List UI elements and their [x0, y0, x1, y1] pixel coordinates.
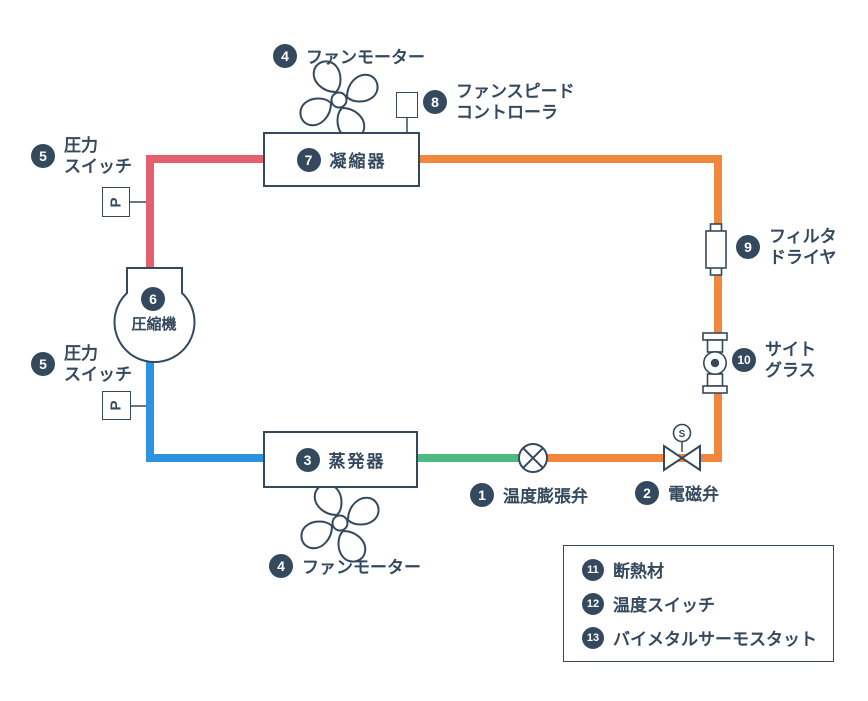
fan-motor-bottom-label: 4 ファンモーター	[269, 553, 421, 578]
solenoid-valve-badge: 2	[635, 480, 659, 505]
pressure-symbol-top: P	[107, 196, 125, 208]
pressure-switch-bottom-label: 5 圧力 スイッチ	[31, 343, 132, 385]
filter-dryer-icon	[705, 223, 727, 276]
legend-item-bimetal-thermostat: 13 バイメタルサーモスタット	[582, 625, 833, 650]
filter-dryer-badge: 9	[736, 235, 760, 259]
pressure-switch-bottom-box: P	[102, 391, 131, 420]
legend-badge-12: 12	[582, 592, 604, 615]
fan-icon-bottom	[300, 483, 380, 563]
fan-motor-top-label: 4 ファンモーター	[273, 43, 425, 68]
solenoid-s-symbol: S	[679, 429, 686, 440]
fan-speed-controller-label: 8 ファンスピード コントローラ	[423, 81, 575, 123]
pressure-symbol-bottom: P	[107, 400, 125, 411]
pressure-switch-top-box: P	[102, 187, 130, 217]
solenoid-valve-icon: S	[663, 423, 701, 472]
fan-motor-bottom-badge: 4	[269, 553, 293, 578]
condenser-number-badge: 7	[296, 147, 321, 172]
condenser-box: 7 凝縮器	[263, 132, 420, 187]
pipe-discharge-red	[146, 155, 263, 272]
solenoid-valve-label: 2 電磁弁	[635, 480, 719, 505]
pressure-switch-bottom-badge: 5	[31, 352, 55, 376]
compressor-label: 圧縮機	[131, 316, 177, 333]
pipe-liquid-orange	[420, 155, 722, 462]
fan-motor-top-badge: 4	[273, 43, 297, 68]
compressor-number-badge: 6	[141, 287, 165, 311]
fan-speed-controller-box	[396, 92, 418, 118]
expansion-valve-label: 1 温度膨張弁	[470, 482, 588, 507]
legend-item-temperature-switch: 12 温度スイッチ	[582, 591, 833, 616]
fan-speed-controller-badge: 8	[423, 90, 447, 114]
legend-box: 11 断熱材 12 温度スイッチ 13 バイメタルサーモスタット	[563, 545, 834, 662]
compressor-icon	[113, 267, 196, 363]
pipe-suction-blue	[146, 350, 263, 462]
sight-glass-label: 10 サイト グラス	[732, 339, 816, 381]
filter-dryer-label: 9 フィルタ ドライヤ	[736, 226, 837, 268]
evaporator-number-badge: 3	[295, 447, 320, 472]
condenser-label: 凝縮器	[329, 152, 387, 171]
expansion-valve-icon	[518, 443, 548, 473]
sight-glass-badge: 10	[732, 348, 756, 372]
fan-icon-top	[299, 60, 379, 140]
pressure-switch-top-label: 5 圧力 スイッチ	[31, 135, 132, 177]
sight-glass-icon	[702, 332, 728, 394]
evaporator-label: 蒸発器	[328, 452, 386, 471]
legend-badge-11: 11	[582, 558, 604, 581]
legend-item-insulation: 11 断熱材	[582, 557, 833, 582]
pressure-switch-top-badge: 5	[31, 144, 55, 168]
legend-badge-13: 13	[582, 626, 604, 649]
expansion-valve-badge: 1	[470, 482, 494, 507]
evaporator-box: 3 蒸発器	[263, 431, 418, 488]
